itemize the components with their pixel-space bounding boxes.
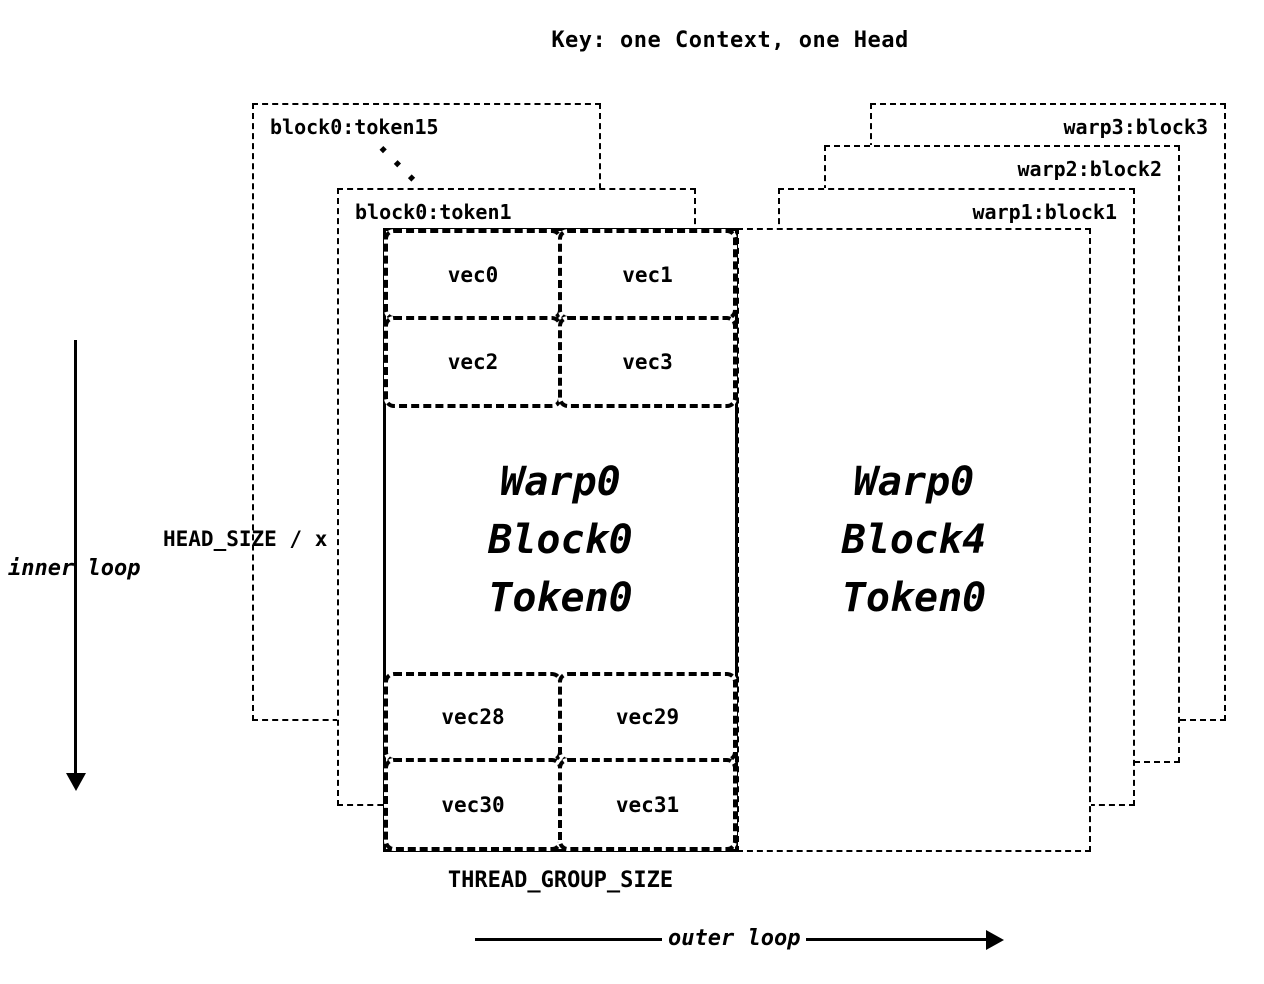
block-warp0-block4-token0-text: Warp0 Block4 Token0 [739,230,1089,850]
inner-loop-label: inner loop [8,556,141,581]
diagram-title: Key: one Context, one Head [551,28,909,53]
right-block-line-3: Token0 [841,575,987,621]
vec-cell-vec28: vec28 [384,672,562,762]
vec-cell-vec2: vec2 [384,316,562,408]
block-warp0-block0-token0: Warp0 Block0 Token0 vec0 vec1 vec2 vec3 … [383,228,738,852]
vec-cell-vec1: vec1 [558,229,737,320]
vec-cell-vec30: vec30 [384,758,562,851]
right-block-line-1: Warp0 [853,459,975,505]
main-block-line-1: Warp0 [500,459,621,505]
block-warp0-block4-token0: Warp0 Block4 Token0 [737,228,1091,852]
thread-group-size-label: THREAD_GROUP_SIZE [447,868,674,893]
cascade-box-label-warp3-block3: warp3:block3 [1063,115,1209,139]
inner-loop-arrowhead-icon [66,773,86,791]
cascade-box-label-block0-token1: block0:token1 [355,200,512,224]
head-size-label: HEAD_SIZE / x [163,527,328,551]
inner-loop-arrow [74,340,77,775]
outer-loop-arrowhead-icon [986,930,1004,950]
cascade-box-label-warp1-block1: warp1:block1 [972,200,1118,224]
block-warp0-block0-token0-text: Warp0 Block0 Token0 [386,231,735,849]
vec-cell-vec3: vec3 [558,316,737,408]
main-block-line-3: Token0 [488,575,633,621]
main-block-line-2: Block0 [488,517,633,563]
vec-cell-vec0: vec0 [384,229,562,320]
vec-cell-vec29: vec29 [558,672,737,762]
right-block-line-2: Block4 [841,517,987,563]
outer-loop-label: outer loop [662,926,807,951]
vec-cell-vec31: vec31 [558,758,737,851]
cascade-box-label-warp2-block2: warp2:block2 [1017,157,1163,181]
cascade-box-label-block0-token15: block0:token15 [270,115,439,139]
